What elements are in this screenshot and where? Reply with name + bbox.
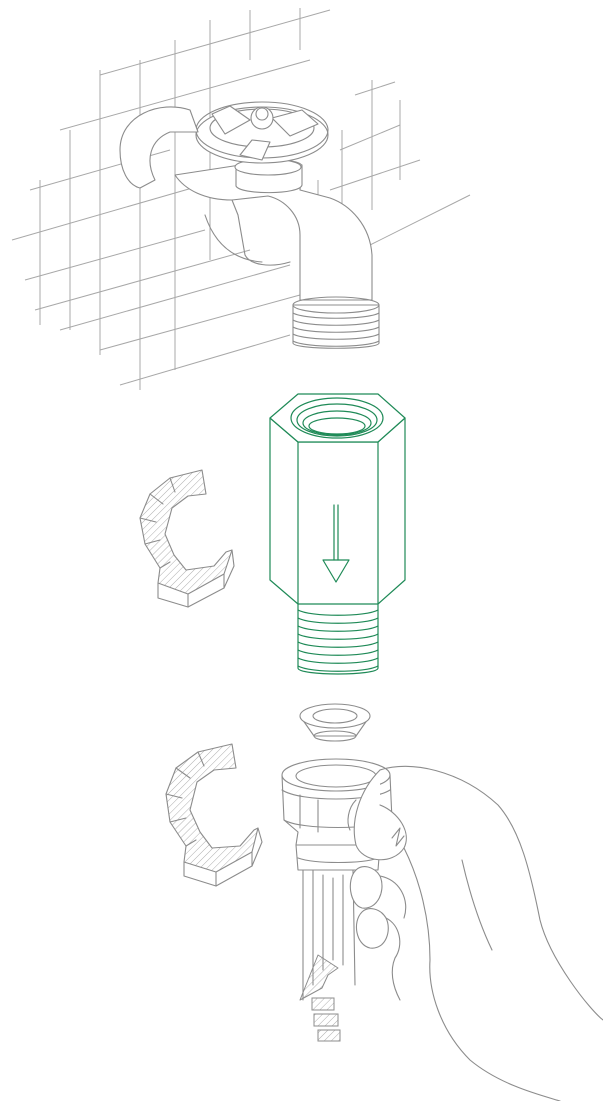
curved-arrow-icon [140,470,234,607]
wall-faucet-icon [120,102,379,348]
curved-arrow-icon [166,744,262,886]
hand-icon [348,766,603,1101]
hose-bib-vacuum-breaker-icon [270,394,405,674]
faucet-thread [293,297,379,348]
rubber-washer-icon [300,704,370,741]
